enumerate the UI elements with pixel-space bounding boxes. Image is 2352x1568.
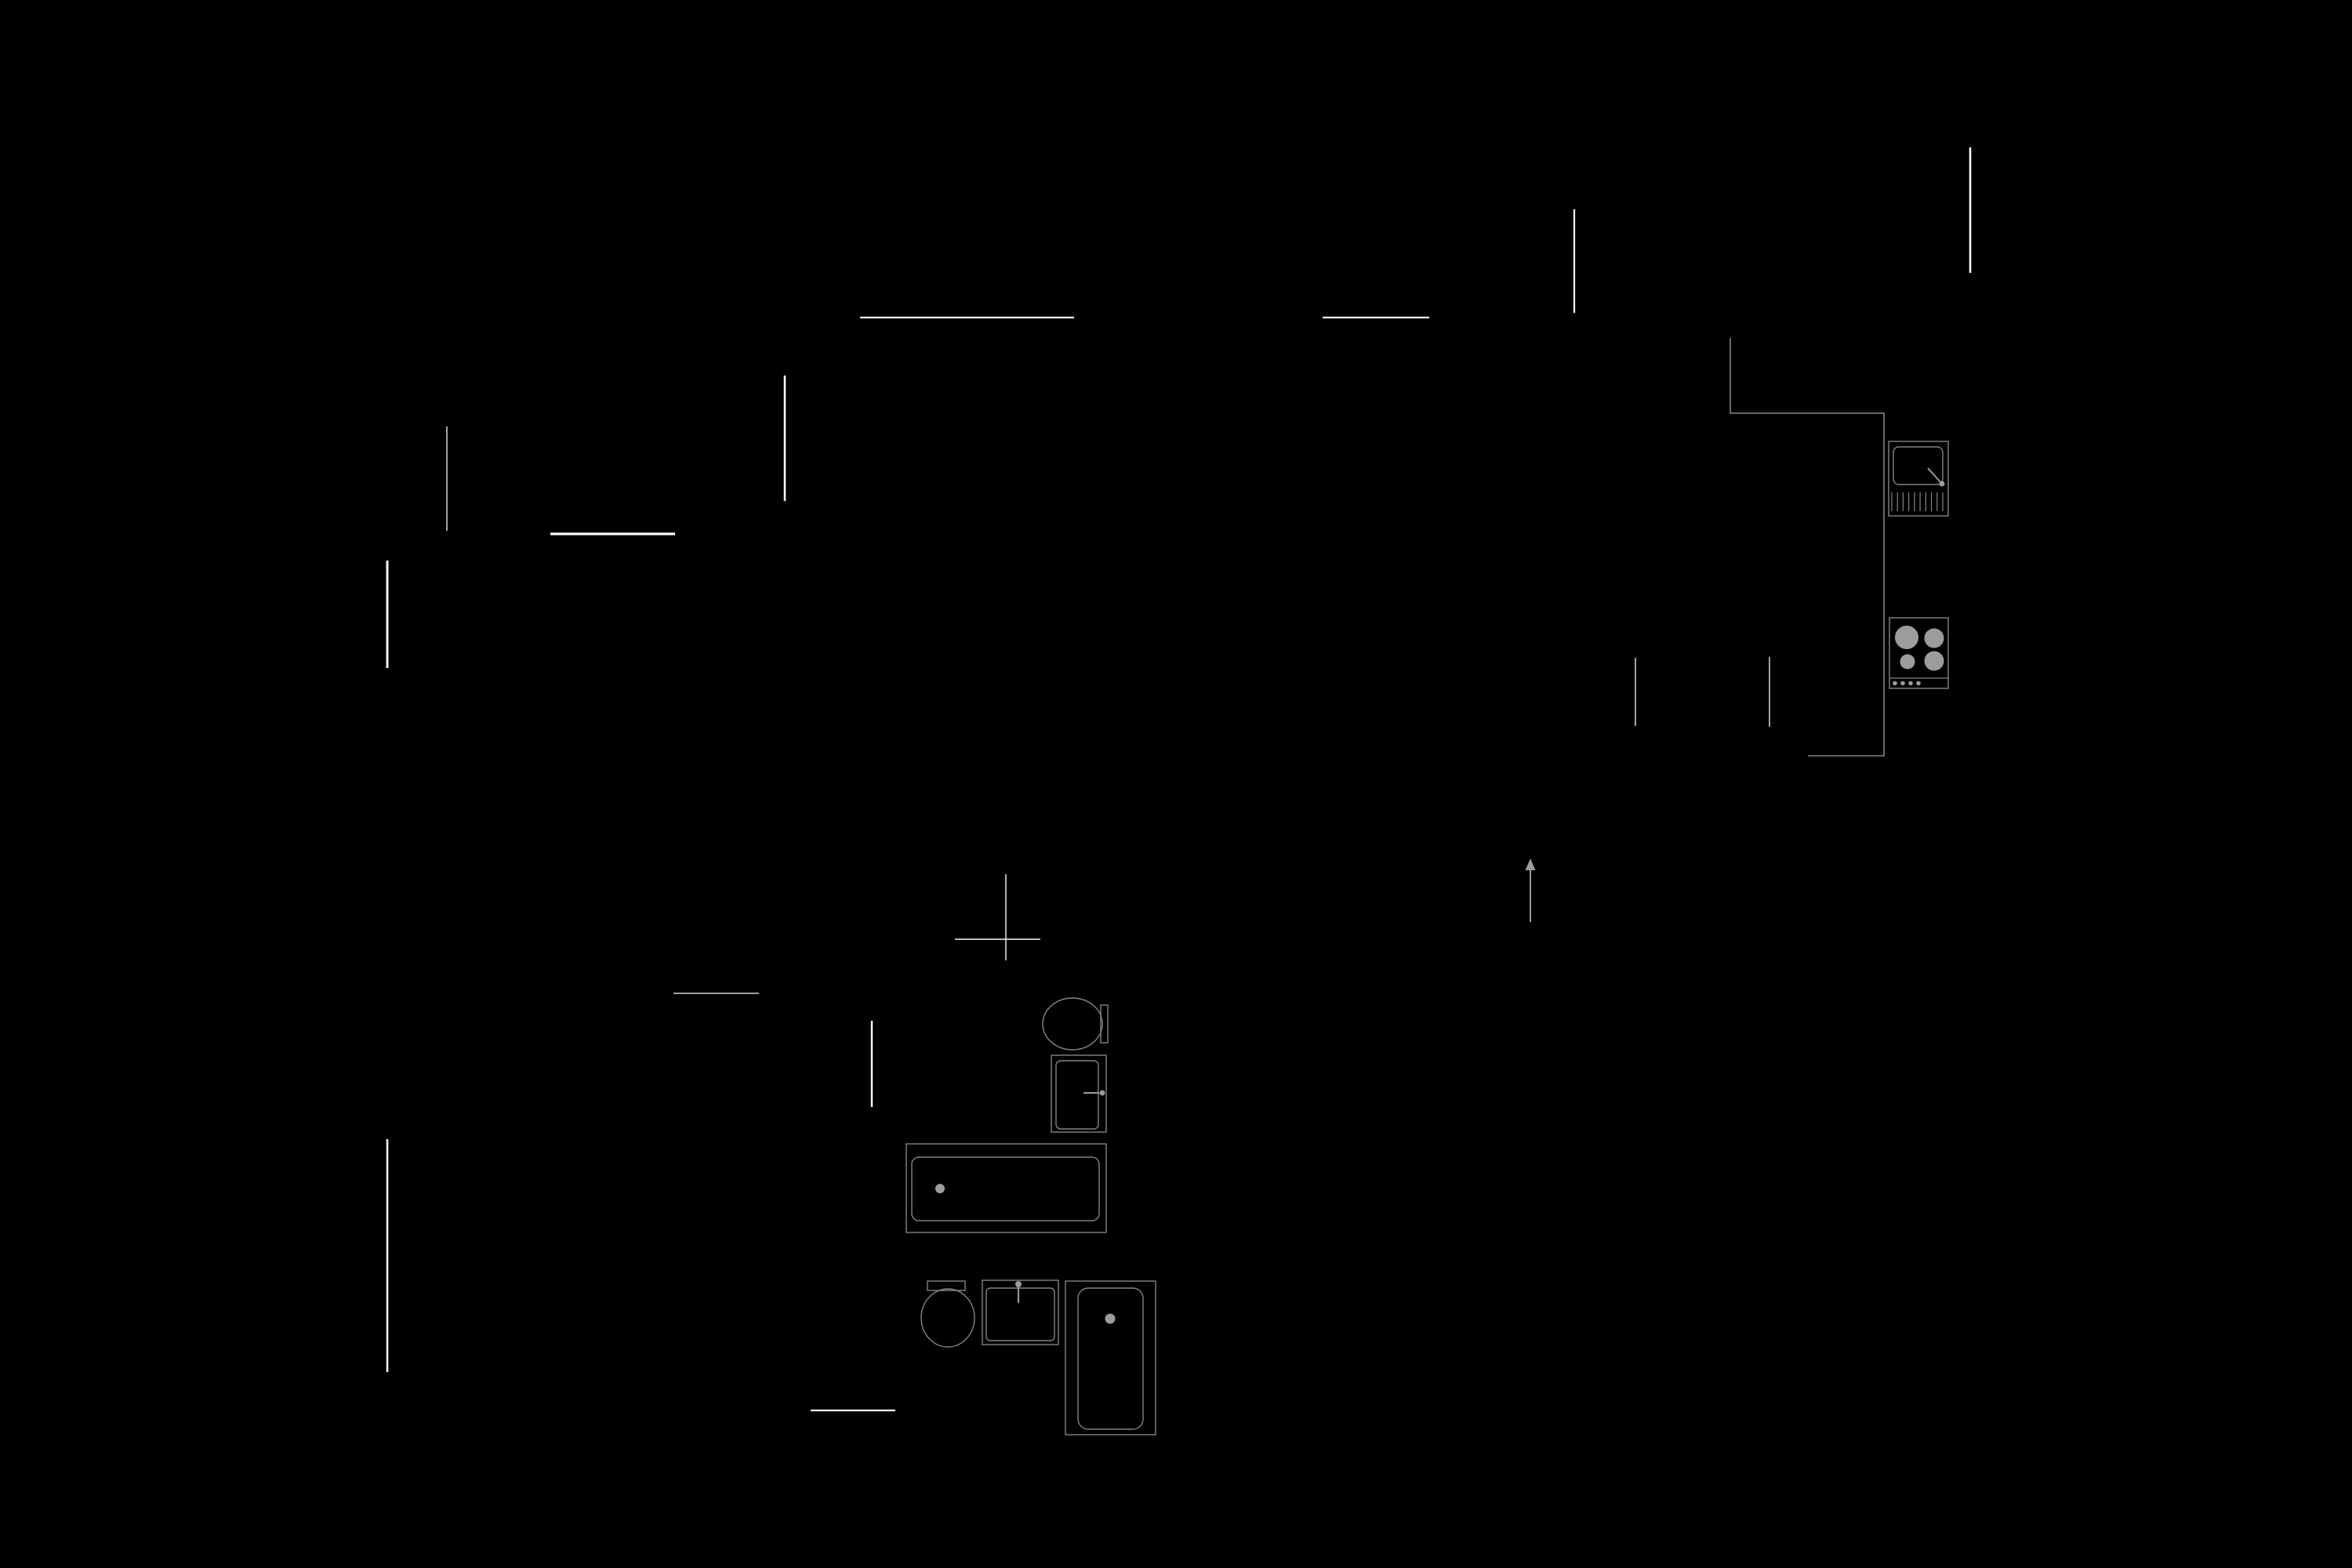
- kitchen-sink-faucet-dot: [1939, 481, 1945, 487]
- hob-control-knobs-dot-2: [1900, 681, 1905, 686]
- toilet-1-bowl: [1042, 997, 1103, 1051]
- basin-1-inner: [1055, 1060, 1099, 1130]
- hob-burner-back-left: [1895, 626, 1918, 649]
- bathtub-outer: [906, 1143, 1107, 1233]
- kitchen-sink-basin: [1893, 446, 1944, 485]
- basin-2-inner: [985, 1287, 1055, 1341]
- basin-1-faucet-dot: [1099, 1090, 1105, 1096]
- bathtub-inner: [911, 1156, 1100, 1221]
- basin-1-outer: [1051, 1054, 1107, 1133]
- kitchen-sink-outer: [1888, 441, 1949, 517]
- toilet-2-bowl: [920, 1288, 975, 1348]
- north-arrow-head: [1525, 858, 1536, 870]
- shower-tub-drain: [1105, 1313, 1116, 1324]
- basin-2-outer: [982, 1279, 1059, 1345]
- hob-control-knobs-dot-4: [1916, 681, 1921, 686]
- shower-tub-inner: [1077, 1287, 1144, 1430]
- kitchen-sink-faucet: [1927, 467, 1942, 484]
- toilet-2-cistern: [927, 1280, 966, 1291]
- kitchen-hob-outline: [1889, 617, 1949, 689]
- hob-burner-back-right: [1924, 628, 1944, 648]
- hob-burner-front-left: [1900, 654, 1915, 670]
- bathtub-drain: [935, 1184, 945, 1193]
- hob-control-knobs-dot-3: [1908, 681, 1913, 686]
- hob-burner-front-right: [1924, 651, 1944, 671]
- toilet-1-cistern: [1100, 1004, 1109, 1044]
- shower-tub-outer: [1065, 1280, 1156, 1436]
- hob-control-knobs-dot-1: [1893, 681, 1897, 686]
- basin-2-faucet-dot: [1015, 1281, 1022, 1287]
- kitchen-counter-outline: [1730, 338, 1885, 757]
